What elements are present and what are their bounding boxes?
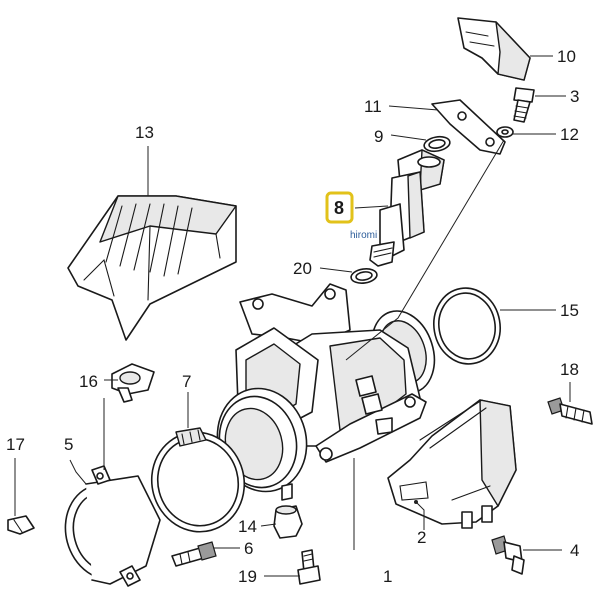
callout-15: 15 bbox=[560, 301, 579, 320]
callout-4: 4 bbox=[570, 541, 579, 560]
callout-11: 11 bbox=[364, 97, 382, 116]
watermark: hiromi bbox=[350, 230, 377, 241]
part-4-screw bbox=[491, 535, 525, 575]
callout-8-highlight-frame bbox=[325, 191, 354, 224]
callout-20: 20 bbox=[293, 259, 312, 278]
callout-5: 5 bbox=[64, 435, 73, 454]
part-17-plug bbox=[7, 515, 35, 535]
part-1-throttle-body bbox=[216, 283, 436, 501]
callout-17: 17 bbox=[6, 435, 25, 454]
part-9-o-ring bbox=[423, 135, 451, 153]
part-8-sensor bbox=[369, 149, 445, 267]
callout-19: 19 bbox=[238, 567, 257, 586]
leader-lines bbox=[14, 55, 571, 577]
part-12-washer bbox=[496, 126, 514, 138]
part-15-o-ring bbox=[433, 287, 501, 365]
part-7-hose-clamp bbox=[150, 427, 246, 533]
callout-10: 10 bbox=[557, 47, 576, 66]
callout-3: 3 bbox=[570, 87, 579, 106]
part-5-rubber-boot bbox=[64, 465, 161, 587]
callout-9: 9 bbox=[374, 127, 383, 146]
part-18-bolt bbox=[547, 397, 593, 425]
part-10-bracket bbox=[457, 17, 531, 81]
part-13-intake-cover bbox=[67, 195, 237, 341]
part-20-o-ring bbox=[350, 268, 378, 284]
part-19-bolt bbox=[297, 549, 321, 585]
part-2-control-box bbox=[387, 399, 517, 529]
callout-6: 6 bbox=[244, 539, 253, 558]
callout-13: 13 bbox=[135, 123, 154, 142]
callout-8: 8 bbox=[334, 198, 344, 218]
callout-1: 1 bbox=[383, 567, 392, 586]
callout-16: 16 bbox=[79, 372, 98, 391]
callout-14: 14 bbox=[238, 517, 257, 536]
callout-7: 7 bbox=[182, 372, 191, 391]
callout-2: 2 bbox=[417, 528, 426, 547]
part-11-gasket bbox=[431, 99, 506, 155]
part-14-cap bbox=[273, 505, 303, 539]
part-3-bolt bbox=[513, 87, 535, 123]
callout-18: 18 bbox=[560, 360, 579, 379]
part-6-bolt bbox=[171, 541, 217, 567]
callout-labels: 10 3 11 9 12 13 20 15 16 7 18 17 5 14 2 … bbox=[6, 47, 579, 586]
callout-12: 12 bbox=[560, 125, 579, 144]
part-16-clip bbox=[111, 363, 155, 403]
